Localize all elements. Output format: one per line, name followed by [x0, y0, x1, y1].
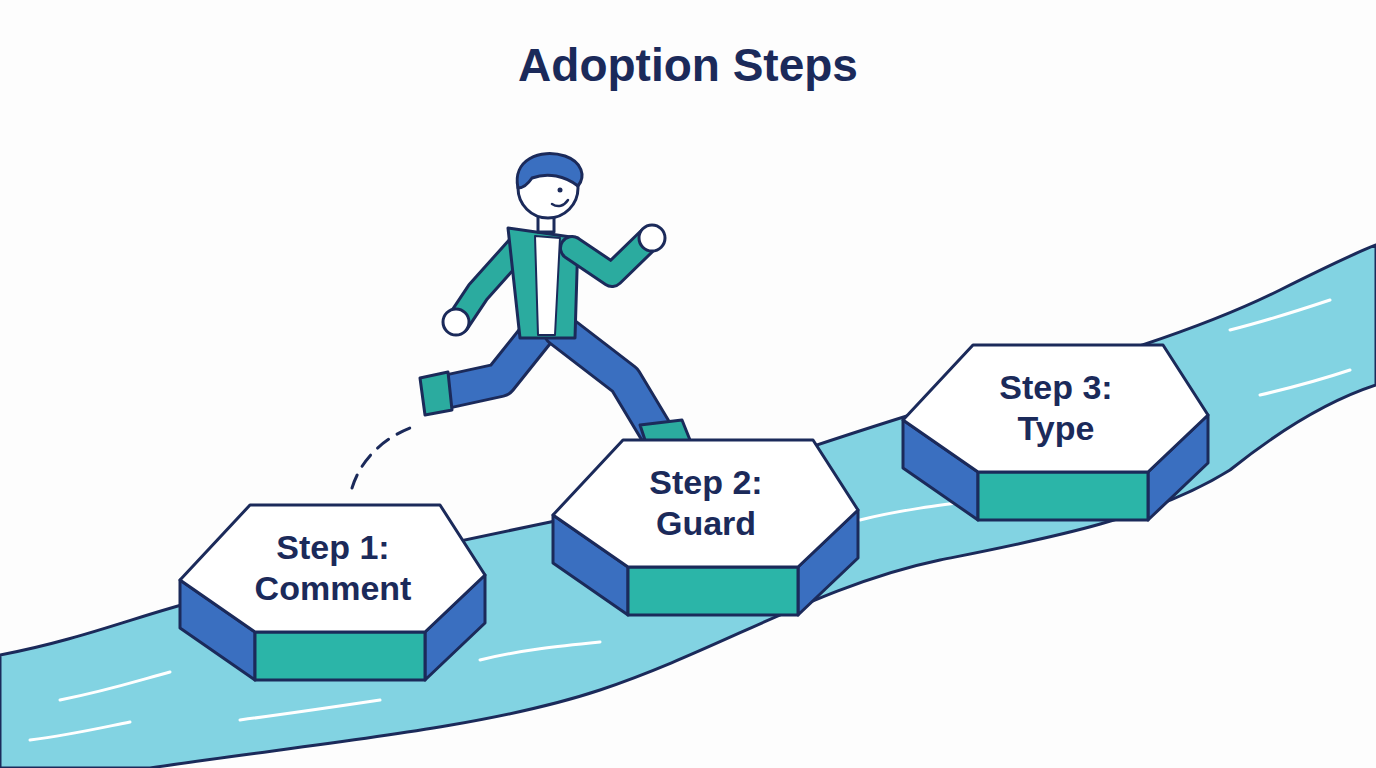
stone-face: [553, 440, 858, 567]
running-person: [420, 154, 690, 455]
stone-face: [628, 567, 798, 615]
diagram-title: Adoption Steps: [0, 38, 1376, 92]
river: [0, 245, 1376, 768]
stone-face: [978, 472, 1148, 520]
step-label: Step 1: Comment: [248, 527, 418, 610]
stone-face: [180, 505, 485, 632]
stepping-stone: Step 3: Type: [901, 343, 1211, 523]
jump-trail: [352, 428, 410, 488]
step-label: Step 3: Type: [971, 367, 1141, 450]
stone-face: [255, 632, 425, 680]
water-ripples: [30, 300, 1350, 740]
stepping-stone: Step 2: Guard: [551, 438, 861, 618]
stone-face: [903, 345, 1208, 472]
stepping-stone: Step 1: Comment: [178, 503, 488, 683]
step-label: Step 2: Guard: [621, 462, 791, 545]
